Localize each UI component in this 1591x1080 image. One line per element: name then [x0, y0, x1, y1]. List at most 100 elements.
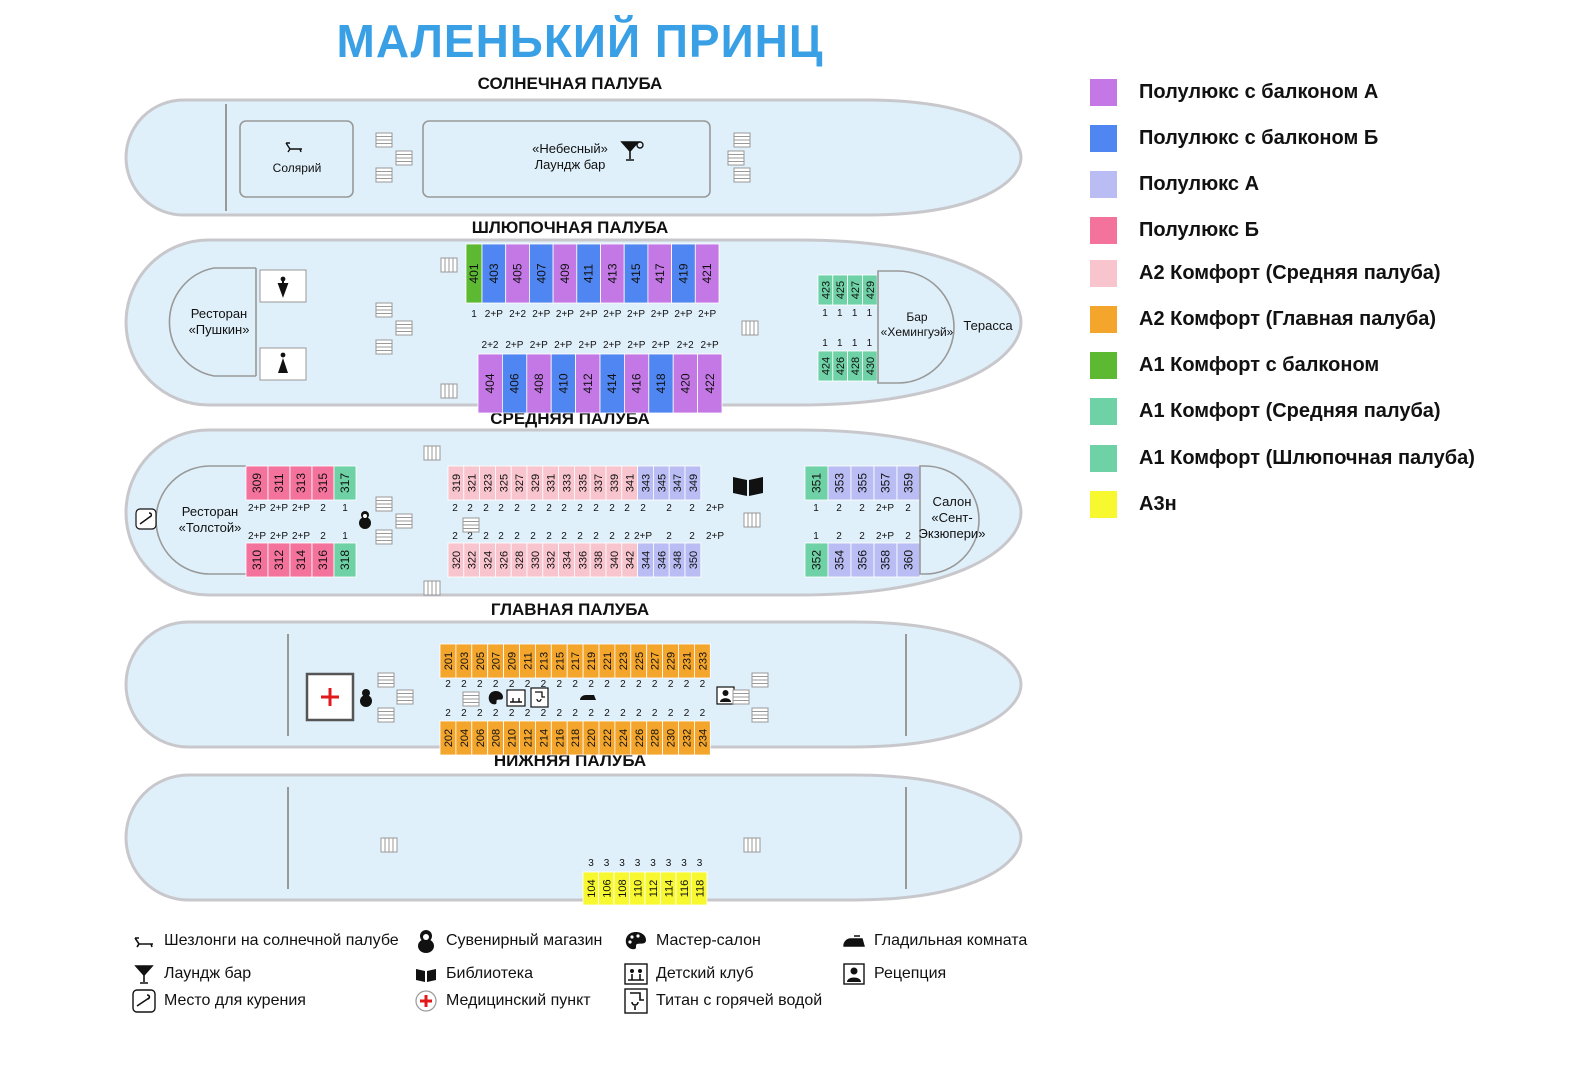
cabin-number: 332 — [546, 551, 558, 569]
cabin-number: 353 — [833, 473, 847, 493]
cabin-414: 414 — [599, 353, 625, 414]
cocktail-icon — [130, 962, 158, 986]
cabin-337: 337 — [589, 465, 607, 501]
cabin-number: 420 — [678, 373, 692, 393]
berths: 1 — [837, 338, 843, 349]
lounge-label-1: «Небесный» — [532, 141, 608, 156]
cabin-number: 323 — [483, 474, 495, 492]
cabin-number: 106 — [601, 879, 613, 897]
stairs-icon — [423, 445, 441, 461]
cabin-number: 225 — [634, 652, 646, 670]
stairs-icon — [462, 691, 480, 707]
cabin-fill — [672, 353, 699, 414]
cabin-401: 401 — [465, 243, 483, 304]
stairs-icon — [727, 150, 745, 166]
berths: 3 — [635, 858, 641, 869]
berths: 2 — [493, 679, 499, 690]
cabin-number: 412 — [581, 373, 595, 393]
cabin-334: 334 — [558, 542, 575, 578]
cabin-number: 234 — [697, 729, 709, 747]
stairs-icon — [440, 257, 458, 273]
berths: 2 — [525, 679, 531, 690]
cabin-333: 333 — [558, 465, 575, 501]
legend-item: Полулюкс с балконом А — [1090, 76, 1378, 108]
cabin-number: 216 — [554, 729, 566, 747]
cabin-223: 223 — [614, 643, 632, 679]
berths: 2 — [483, 503, 489, 514]
solarium-room — [239, 120, 354, 198]
reception-icon — [716, 686, 735, 705]
stairs-icon — [375, 529, 393, 545]
cabin-fill — [684, 465, 702, 501]
cabin-number: 404 — [483, 373, 497, 393]
cabin-number: 320 — [451, 551, 463, 569]
stairs-icon — [380, 837, 398, 853]
wc-male-head — [280, 276, 286, 282]
berths: 2 — [541, 679, 547, 690]
berths: 2 — [320, 503, 326, 514]
restaurant-tolstoy-label-2: «Толстой» — [179, 520, 242, 535]
cabin-number: 224 — [618, 729, 630, 747]
cabin-356: 356 — [850, 542, 875, 578]
cabin-number: 415 — [629, 263, 643, 283]
cabin-324: 324 — [479, 542, 496, 578]
cabin-number: 213 — [538, 652, 550, 670]
berths: 2 — [525, 708, 531, 719]
cabin-number: 223 — [618, 652, 630, 670]
berths: 2+Р — [530, 340, 548, 351]
kids-shape — [510, 698, 522, 703]
cabin-309: 309 — [245, 465, 269, 501]
berths: 2 — [498, 531, 504, 542]
ship-title: МАЛЕНЬКИЙ ПРИНЦ — [336, 15, 824, 67]
berths: 2 — [541, 708, 547, 719]
cabin-220: 220 — [582, 720, 600, 756]
cabin-number: 417 — [653, 263, 667, 283]
kettle-box — [530, 687, 549, 708]
cabin-number: 406 — [508, 373, 522, 393]
legend-label: А2 Комфорт (Средняя палуба) — [1139, 261, 1441, 284]
lounger-shape — [285, 142, 302, 153]
cabin-328: 328 — [510, 542, 528, 578]
cabin-number: 219 — [586, 652, 598, 670]
reception-head — [722, 690, 729, 696]
berths: 2 — [561, 503, 567, 514]
cabin-221: 221 — [598, 643, 616, 679]
cabin-339: 339 — [605, 465, 623, 501]
stairs-icon — [395, 320, 413, 336]
cabin-209: 209 — [503, 643, 520, 679]
key-boiler: Титан с горячей водой — [622, 988, 822, 1014]
bar-label-2: «Хемингуэй» — [881, 325, 954, 339]
cabin-224: 224 — [614, 720, 632, 756]
cabin-104: 104 — [582, 871, 599, 906]
key-lounge-bar: Лаундж бар — [130, 962, 251, 986]
bar-hemingway-wall — [877, 270, 955, 384]
berths: 2+Р — [627, 309, 645, 320]
cabin-fill — [501, 353, 528, 414]
berths: 2 — [624, 531, 630, 542]
terrace-label: Терасса — [963, 318, 1013, 333]
cabin-426: 426 — [832, 350, 848, 382]
berths: 2 — [836, 531, 842, 542]
cabin-341: 341 — [621, 465, 638, 501]
wc-female-icon — [278, 358, 288, 373]
cabin-216: 216 — [550, 720, 568, 756]
deck-title-lower: НИЖНЯЯ ПАЛУБА — [493, 751, 647, 770]
smoking-icon — [135, 508, 157, 530]
cabin-number: 355 — [856, 473, 870, 493]
legend-item: А1 Комфорт (Средняя палуба) — [1090, 395, 1441, 427]
solarium-label: Солярий — [273, 161, 322, 175]
cabin-427: 427 — [847, 274, 863, 306]
cabin-number: 359 — [902, 473, 916, 493]
cabin-321: 321 — [463, 465, 480, 501]
cabin-407: 407 — [529, 243, 554, 304]
berths: 2 — [509, 708, 515, 719]
berths: 2 — [684, 708, 690, 719]
berths: 2 — [498, 503, 504, 514]
legend-swatch — [1090, 351, 1117, 379]
cabin-number: 333 — [562, 474, 574, 492]
cabin-359: 359 — [896, 465, 921, 501]
cabin-number: 411 — [582, 264, 596, 283]
cabin-110: 110 — [629, 871, 646, 906]
stairs-icon — [743, 837, 761, 853]
cabin-number: 114 — [663, 880, 675, 898]
